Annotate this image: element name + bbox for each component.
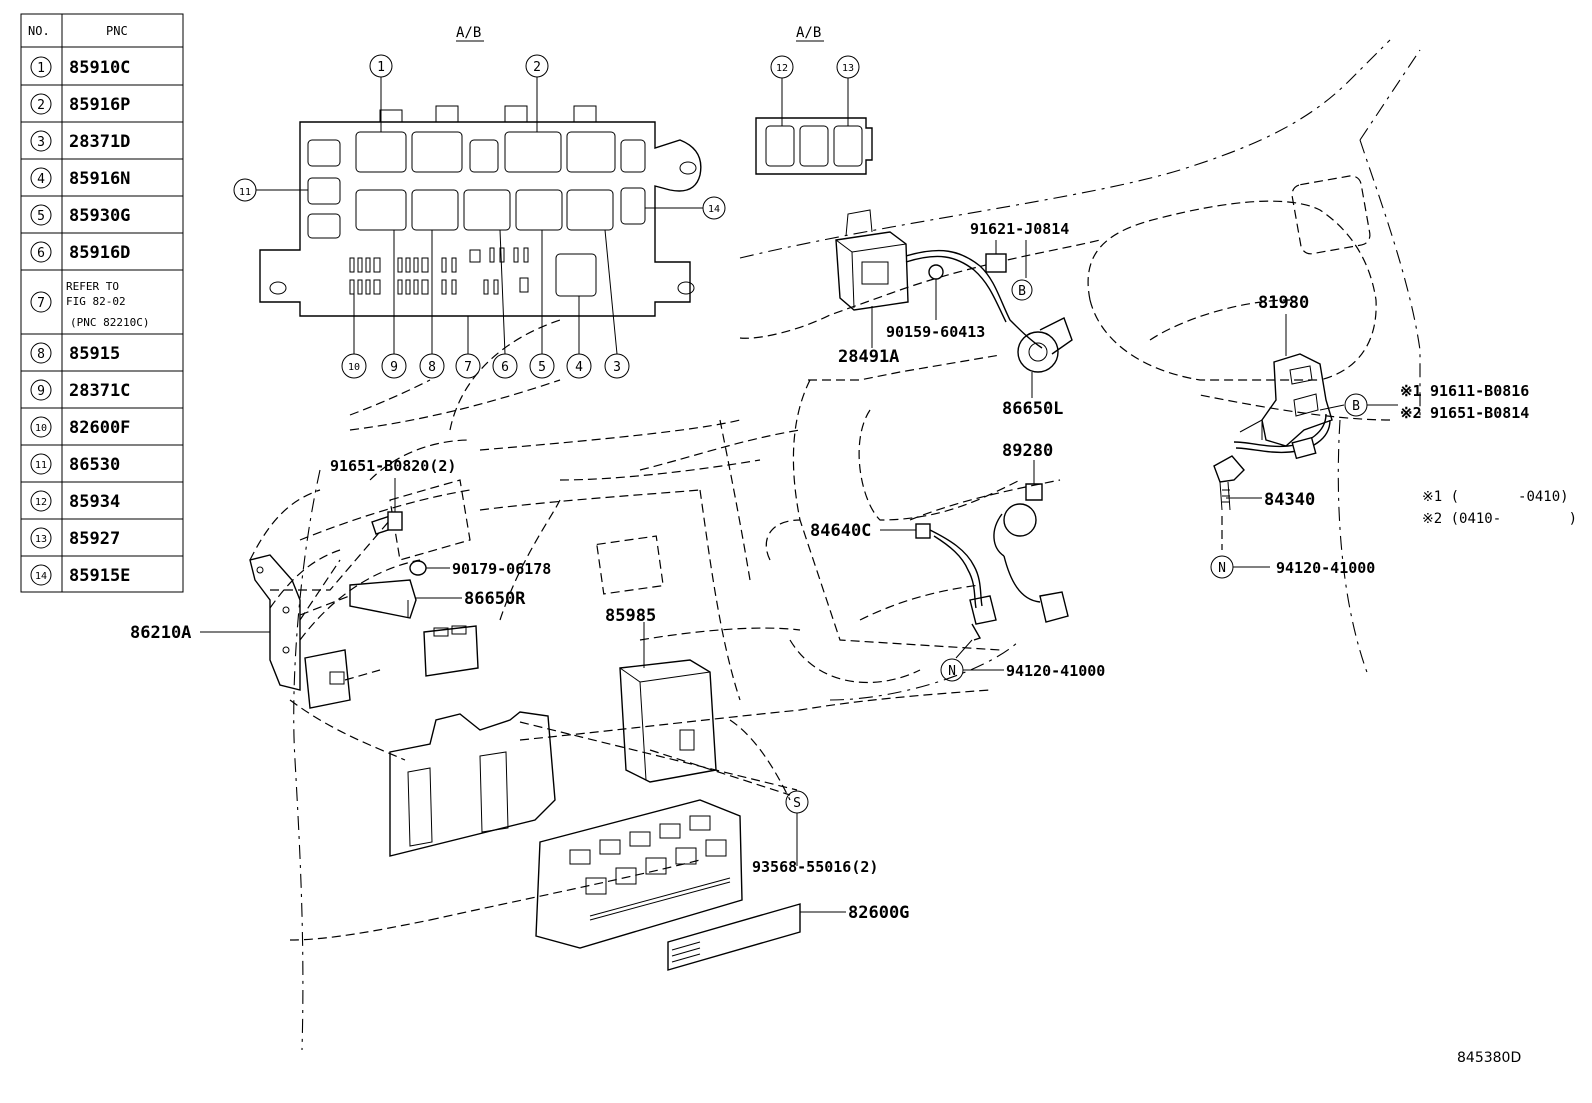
table-row-ref: FIG 82-02 — [66, 295, 126, 308]
label-94120-41000-right: 94120-41000 — [1276, 559, 1375, 577]
label-93568-55016: 93568-55016(2) — [752, 858, 878, 876]
callout-11: 11 — [239, 187, 251, 198]
table-row-ref: (PNC 82210C) — [70, 316, 149, 329]
legend-1: ※1 ( -0410) — [1422, 489, 1569, 505]
table-row-no: 12 — [35, 497, 47, 508]
label-86210A: 86210A — [130, 623, 191, 643]
table-row-no: 9 — [37, 384, 45, 399]
callout-3: 3 — [613, 360, 621, 375]
callout-14: 14 — [708, 204, 720, 215]
callout-8: 8 — [428, 360, 436, 375]
figure-id: 845380D — [1457, 1050, 1521, 1066]
label-90179-06178: 90179-06178 — [452, 560, 551, 578]
junction-block-area: 85985 82600G S 93568-55016(2) — [270, 519, 909, 971]
table-row-pnc: 85916N — [69, 169, 130, 189]
table-row-ref: REFER TO — [66, 280, 119, 293]
callout-13: 13 — [842, 63, 854, 74]
note-2-mark: ※2 — [1400, 404, 1422, 422]
marker-N-left: N — [948, 664, 956, 679]
label-91621-J0814: 91621-J0814 — [970, 220, 1069, 238]
label-84340: 84340 — [1264, 490, 1315, 510]
relay-block-small-label: A/B — [796, 25, 821, 41]
table-row-pnc: 85915 — [69, 344, 120, 364]
left-parts: 86210A 91651-B0820(2) 90179-06178 86650R — [130, 457, 551, 709]
label-84640C: 84640C — [810, 521, 871, 541]
table-row-no: 6 — [37, 246, 45, 261]
note-1-part: 91611-B0816 — [1430, 382, 1529, 400]
table-header-no: NO. — [28, 24, 50, 38]
table-header-pnc: PNC — [106, 24, 128, 38]
callout-7: 7 — [464, 360, 472, 375]
table-row-pnc: 85927 — [69, 529, 120, 549]
table-row-pnc: 85934 — [69, 492, 120, 512]
table-row-no: 1 — [37, 61, 45, 76]
relay-block-main: A/B — [233, 25, 726, 379]
table-row-no: 13 — [35, 534, 47, 545]
label-89280: 89280 — [1002, 441, 1053, 461]
table-row-pnc: 85930G — [69, 206, 130, 226]
table-row-no: 11 — [35, 460, 47, 471]
callout-2: 2 — [533, 60, 541, 75]
table-row-pnc: 85915E — [69, 566, 130, 586]
table-row-pnc: 82600F — [69, 418, 130, 438]
marker-B-right: B — [1352, 399, 1360, 414]
table-row-no: 10 — [35, 423, 47, 434]
marker-N-right: N — [1218, 561, 1226, 576]
pnc-table: NO. PNC 1 2 3 4 5 6 7 8 9 10 11 12 13 14 — [20, 13, 184, 593]
table-row-pnc: 85916P — [69, 95, 130, 115]
pnc-table-frame — [20, 13, 184, 593]
callout-6: 6 — [501, 360, 509, 375]
callout-9: 9 — [390, 360, 398, 375]
callout-10: 10 — [348, 362, 360, 373]
table-row-no: 3 — [37, 135, 45, 150]
upper-middle-parts: 28491A 90159-60413 91621-J0814 B 86650L … — [810, 209, 1105, 682]
label-82600G: 82600G — [848, 903, 909, 923]
note-1-mark: ※1 — [1400, 382, 1422, 400]
table-row-pnc: 28371D — [69, 132, 130, 152]
table-row-pnc: 85910C — [69, 58, 130, 78]
label-81980: 81980 — [1258, 293, 1309, 313]
callout-12: 12 — [776, 63, 788, 74]
marker-B: B — [1018, 284, 1026, 299]
relay-block-small: A/B 12 13 — [755, 25, 873, 175]
table-row-no: 2 — [37, 98, 45, 113]
label-28491A: 28491A — [838, 347, 899, 367]
callout-4: 4 — [575, 360, 583, 375]
note-2-part: 91651-B0814 — [1430, 404, 1529, 422]
label-85985: 85985 — [605, 606, 656, 626]
right-parts: 81980 84340 N 94120-41000 B ※1 91611-B08… — [1210, 293, 1577, 579]
callout-1: 1 — [377, 60, 385, 75]
label-86650L: 86650L — [1002, 399, 1063, 419]
callout-5: 5 — [538, 360, 546, 375]
marker-S: S — [793, 796, 801, 811]
instrument-panel-outline — [249, 39, 1421, 1051]
label-91651-B0820: 91651-B0820(2) — [330, 457, 456, 475]
table-row-pnc: 28371C — [69, 381, 130, 401]
label-86650R: 86650R — [464, 589, 526, 609]
label-94120-41000-left: 94120-41000 — [1006, 662, 1105, 680]
table-row-no: 4 — [37, 172, 45, 187]
table-row-pnc: 85916D — [69, 243, 130, 263]
table-row-pnc: 86530 — [69, 455, 120, 475]
legend-2: ※2 (0410- ) — [1422, 511, 1577, 527]
label-90159-60413: 90159-60413 — [886, 323, 985, 341]
table-row-no: 8 — [37, 347, 45, 362]
table-row-no: 7 — [37, 296, 45, 311]
relay-block-label: A/B — [456, 25, 481, 41]
table-row-no: 5 — [37, 209, 45, 224]
table-row-no: 14 — [35, 571, 47, 582]
